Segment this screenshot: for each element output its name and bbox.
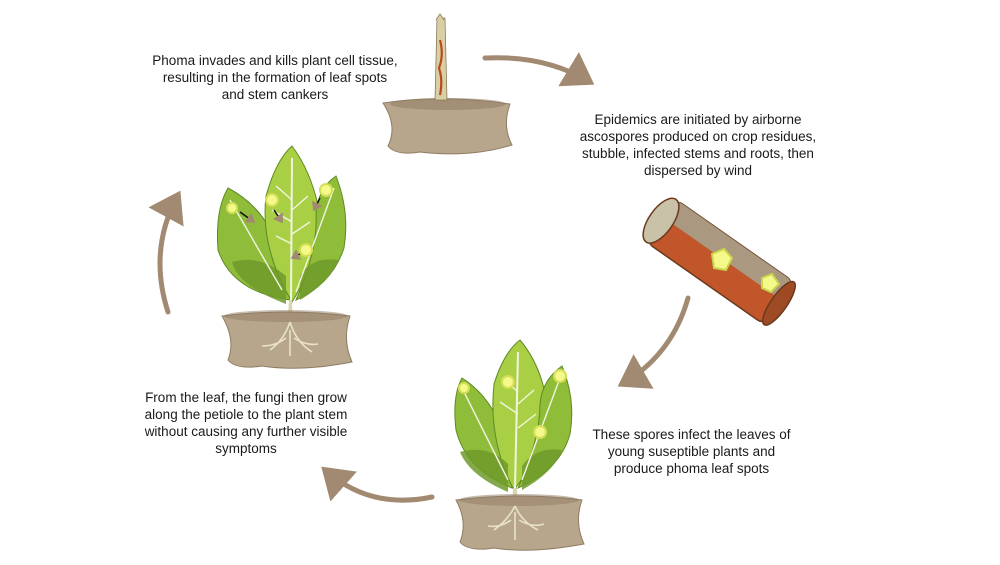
cycle-arrow-3 (321, 466, 435, 503)
step-3-caption: These spores infect the leaves of young … (592, 427, 791, 476)
stubble-in-soil (382, 13, 513, 155)
cycle-arrow-1 (482, 51, 595, 87)
cycle-arrow-4 (148, 190, 184, 315)
canker-spot (761, 272, 781, 294)
step-4-caption: From the leaf, the fungi then grow along… (144, 390, 348, 456)
plant-systemic-growth (216, 145, 353, 369)
step-1-caption: Phoma invades and kills plant cell tissu… (152, 53, 398, 102)
infected-stem-residue (642, 197, 797, 326)
step-2-caption: Epidemics are initiated by airborne asco… (579, 112, 817, 178)
canker-spot (710, 247, 734, 272)
cycle-arrow-2 (617, 295, 691, 389)
young-plant-leaf-spots (454, 339, 585, 551)
